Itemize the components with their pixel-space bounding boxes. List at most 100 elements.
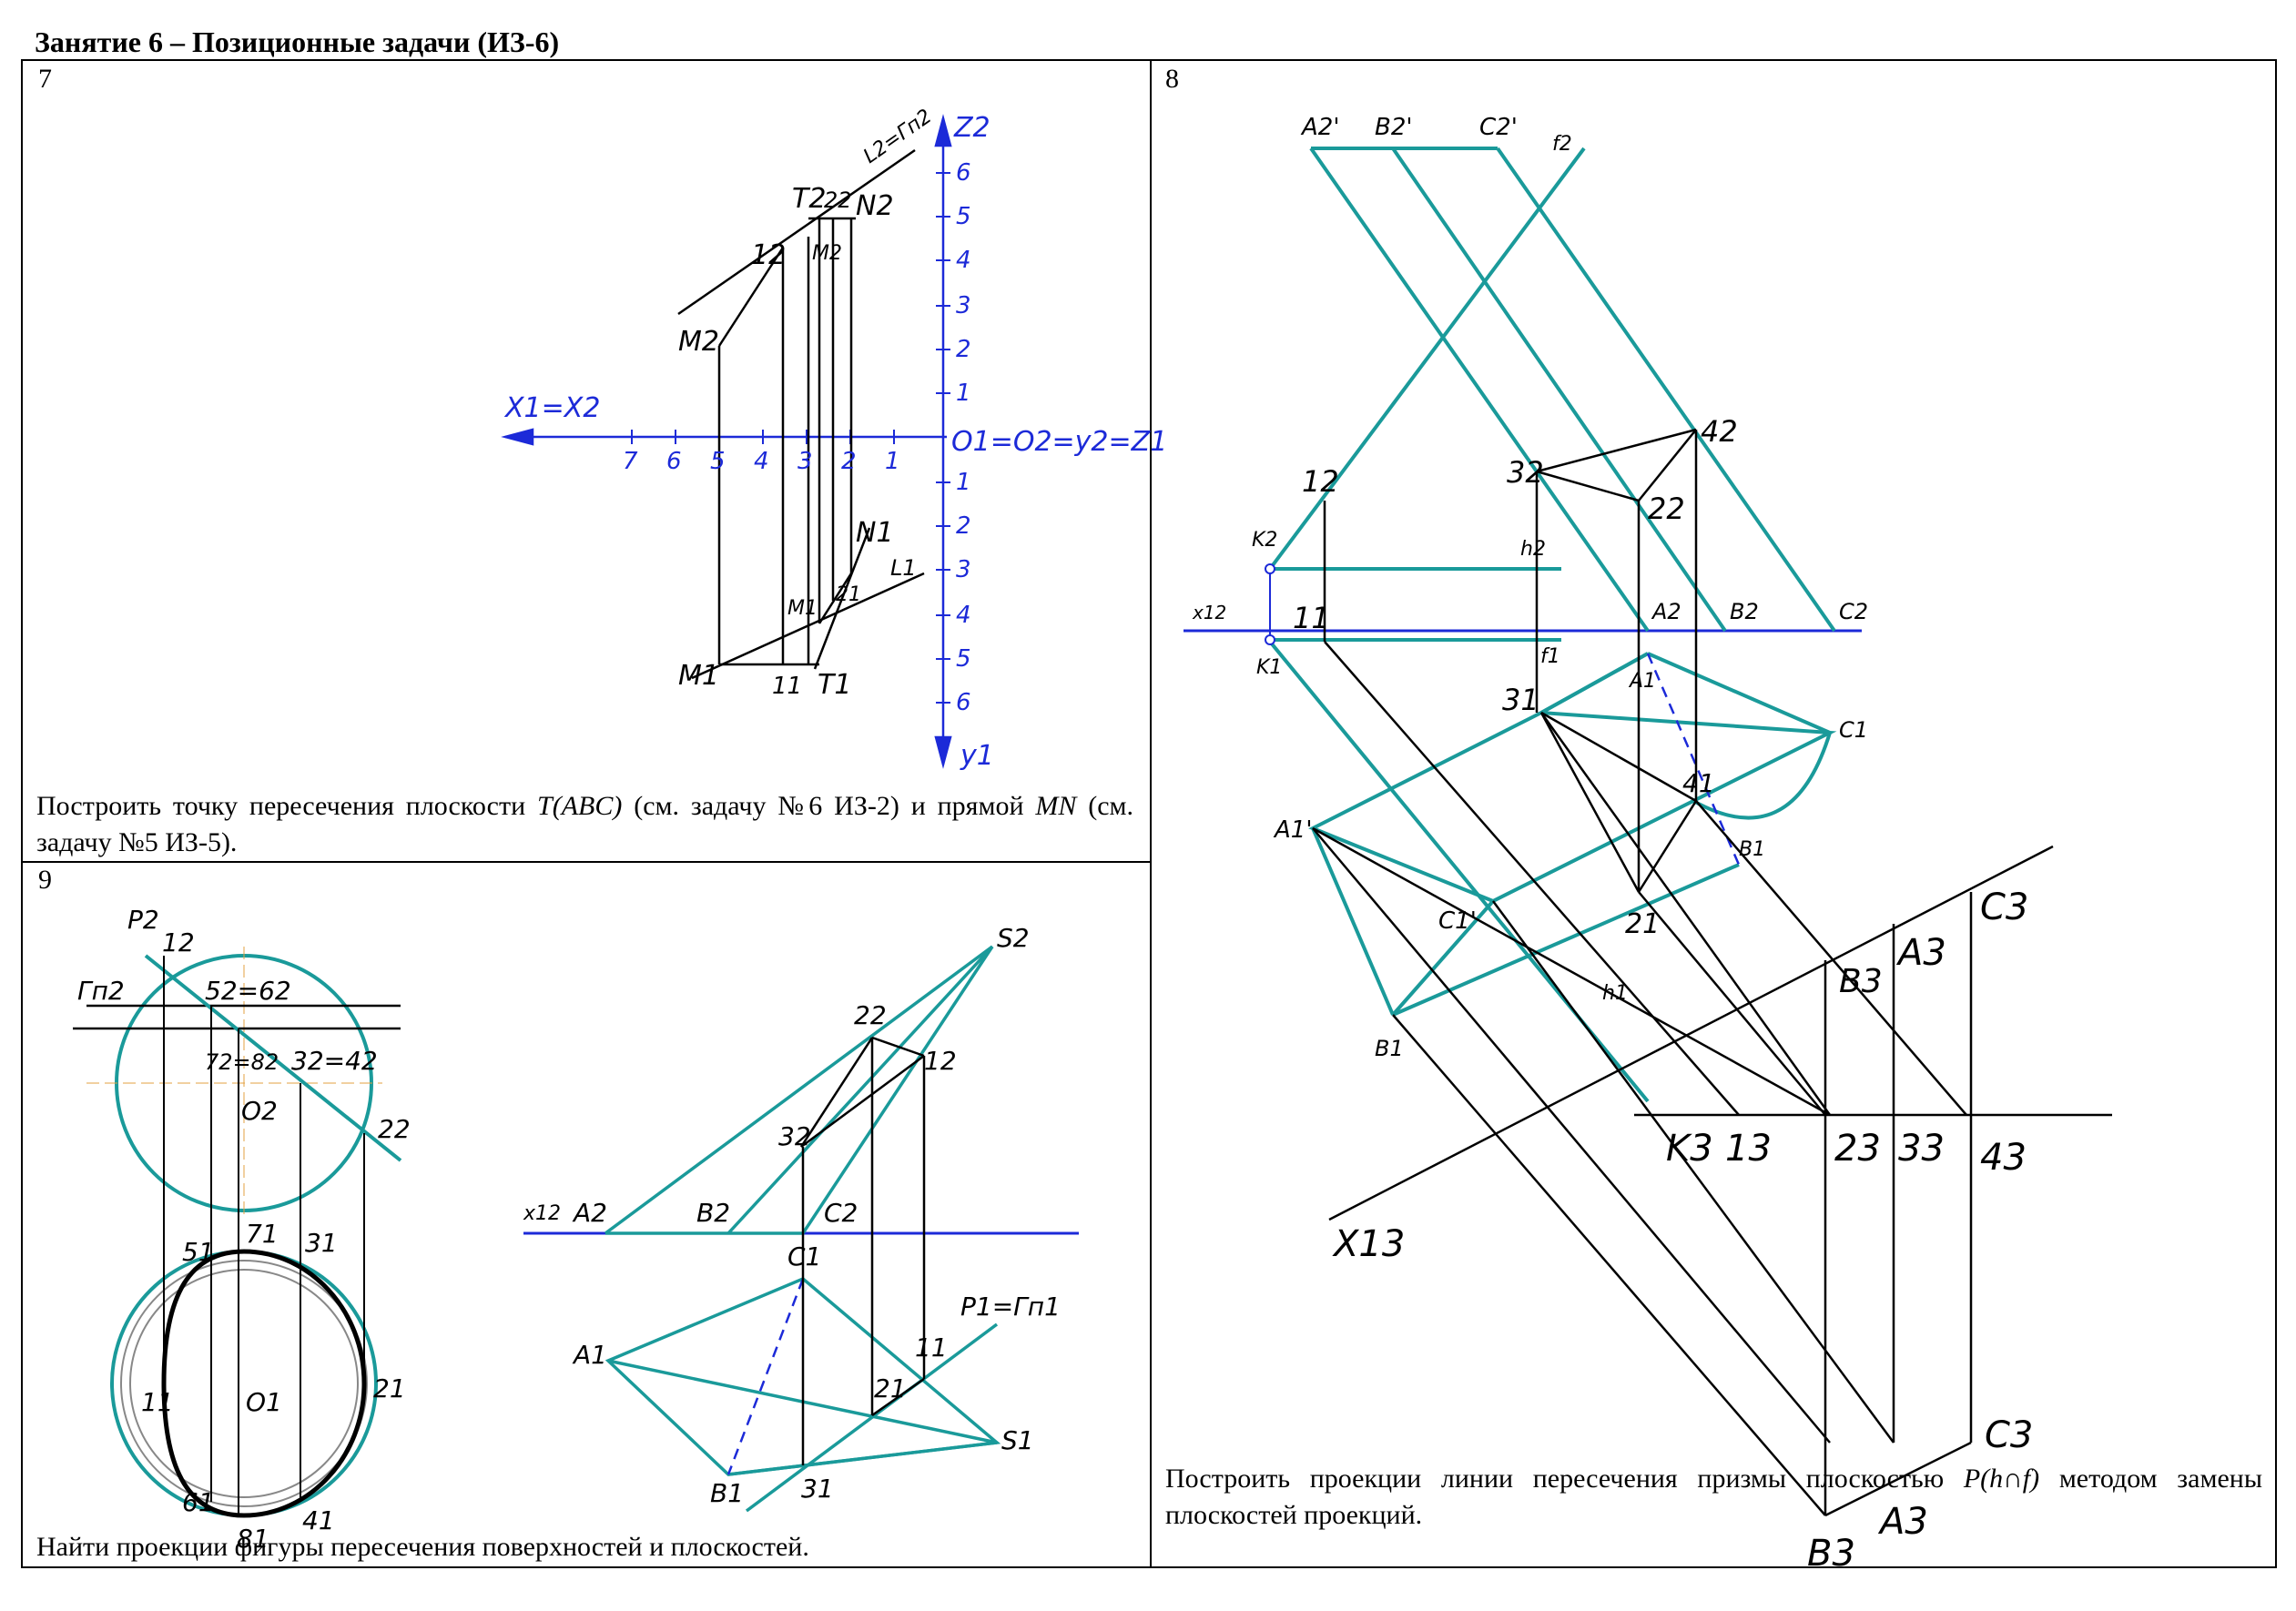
svg-text:A2: A2 <box>1651 599 1681 624</box>
svg-text:12: 12 <box>1302 464 1339 499</box>
svg-text:2: 2 <box>956 336 971 363</box>
svg-text:h1: h1 <box>1602 982 1628 1005</box>
svg-text:B3: B3 <box>1807 1533 1855 1575</box>
svg-text:31: 31 <box>305 1228 338 1258</box>
svg-text:22: 22 <box>1648 491 1685 526</box>
svg-text:K1: K1 <box>1256 656 1282 679</box>
svg-text:71: 71 <box>246 1219 279 1249</box>
svg-text:21: 21 <box>373 1373 406 1403</box>
svg-text:S1: S1 <box>1001 1425 1034 1455</box>
svg-text:P1=Гп1: P1=Гп1 <box>960 1292 1061 1322</box>
svg-text:C2: C2 <box>824 1198 858 1228</box>
task8-number: 8 <box>1165 64 1179 94</box>
svg-text:23: 23 <box>1834 1128 1881 1170</box>
svg-text:O2: O2 <box>241 1096 278 1126</box>
svg-text:N1: N1 <box>856 517 894 549</box>
svg-text:K2: K2 <box>1252 529 1277 552</box>
svg-text:1: 1 <box>956 380 971 407</box>
svg-text:x12: x12 <box>523 1202 561 1225</box>
svg-text:31: 31 <box>801 1474 834 1504</box>
task8-text: Построить проекции линии пересечения при… <box>1165 1464 2262 1530</box>
svg-text:41: 41 <box>302 1505 335 1535</box>
svg-text:12: 12 <box>751 239 786 271</box>
svg-text:L1: L1 <box>890 555 917 581</box>
page-title: Занятие 6 – Позиционные задачи (ИЗ-6) <box>35 25 560 58</box>
svg-text:43: 43 <box>1980 1137 2027 1179</box>
svg-text:B1: B1 <box>710 1478 744 1508</box>
svg-text:13: 13 <box>1725 1128 1772 1170</box>
svg-text:52=62: 52=62 <box>205 976 291 1006</box>
svg-text:M1: M1 <box>678 660 719 692</box>
svg-text:33: 33 <box>1898 1128 1945 1170</box>
svg-text:12: 12 <box>162 927 195 957</box>
svg-text:21: 21 <box>874 1373 907 1403</box>
svg-text:X13: X13 <box>1332 1223 1405 1265</box>
svg-text:M1: M1 <box>787 597 818 620</box>
svg-text:h2: h2 <box>1520 538 1546 561</box>
svg-text:T2: T2 <box>792 183 826 215</box>
z-ticks: 654 321 123 456 <box>956 159 971 716</box>
svg-text:C1: C1 <box>1839 717 1868 743</box>
svg-text:21: 21 <box>1625 908 1660 940</box>
svg-text:4: 4 <box>754 448 769 475</box>
svg-text:7: 7 <box>623 448 638 475</box>
svg-text:22: 22 <box>378 1114 411 1144</box>
svg-text:6: 6 <box>956 689 971 716</box>
svg-text:1: 1 <box>956 469 971 496</box>
svg-text:5: 5 <box>710 448 726 475</box>
svg-text:1: 1 <box>885 448 900 475</box>
svg-text:6: 6 <box>956 159 971 187</box>
svg-text:M2: M2 <box>812 242 842 265</box>
svg-text:5: 5 <box>956 645 971 673</box>
svg-text:A3: A3 <box>1877 1501 1928 1543</box>
svg-text:32=42: 32=42 <box>291 1046 378 1076</box>
svg-text:3: 3 <box>798 448 813 475</box>
svg-text:f1: f1 <box>1540 645 1560 668</box>
svg-text:A2': A2' <box>1300 114 1339 141</box>
svg-text:B2: B2 <box>1730 599 1759 624</box>
svg-text:N2: N2 <box>856 190 894 222</box>
svg-text:3: 3 <box>956 556 971 583</box>
svg-text:C1: C1 <box>787 1241 821 1272</box>
origin-label: O1=O2=y2=Z1 <box>951 426 1167 458</box>
svg-text:A3: A3 <box>1895 932 1946 974</box>
svg-text:P2: P2 <box>127 905 159 935</box>
task9-text: Найти проекции фигуры пересечения поверх… <box>36 1532 809 1562</box>
x-ticks: 7 6 5 4 3 2 1 <box>623 448 900 475</box>
task9-drawing: P2 12 Гп2 52=62 72=82 32=42 O2 22 71 51 … <box>73 905 1079 1554</box>
svg-text:81: 81 <box>237 1524 269 1554</box>
svg-text:A1': A1' <box>1273 816 1312 844</box>
svg-text:3: 3 <box>956 292 971 319</box>
svg-text:72=82: 72=82 <box>205 1049 279 1075</box>
svg-text:2: 2 <box>956 512 971 540</box>
svg-text:61: 61 <box>182 1487 215 1517</box>
svg-text:6: 6 <box>666 448 682 475</box>
svg-text:42: 42 <box>1701 414 1738 449</box>
svg-text:L2=Гп2: L2=Гп2 <box>859 105 936 167</box>
task7-text: Построить точку пересечения плоскости T(… <box>36 791 1134 857</box>
svg-text:B3: B3 <box>1839 963 1883 1000</box>
svg-text:O1: O1 <box>246 1387 282 1417</box>
svg-text:C2': C2' <box>1479 114 1518 141</box>
svg-text:4: 4 <box>956 602 971 629</box>
svg-text:4: 4 <box>956 247 971 274</box>
svg-text:11: 11 <box>772 673 802 700</box>
task9-number: 9 <box>38 865 52 895</box>
svg-text:41: 41 <box>1682 768 1715 798</box>
z-axis-label: Z2 <box>953 112 991 144</box>
svg-text:2: 2 <box>841 448 857 475</box>
svg-text:21: 21 <box>836 583 861 606</box>
svg-text:A1: A1 <box>1628 670 1656 693</box>
table-frame <box>21 59 2277 1568</box>
svg-text:A1: A1 <box>572 1340 607 1370</box>
svg-text:22: 22 <box>824 187 852 213</box>
svg-text:B2: B2 <box>696 1198 730 1228</box>
svg-text:x12: x12 <box>1192 602 1226 623</box>
svg-text:A2: A2 <box>572 1198 607 1228</box>
svg-text:51: 51 <box>182 1237 215 1267</box>
svg-text:C1': C1' <box>1438 907 1477 935</box>
svg-text:12: 12 <box>924 1046 957 1076</box>
svg-text:M2: M2 <box>678 326 719 358</box>
